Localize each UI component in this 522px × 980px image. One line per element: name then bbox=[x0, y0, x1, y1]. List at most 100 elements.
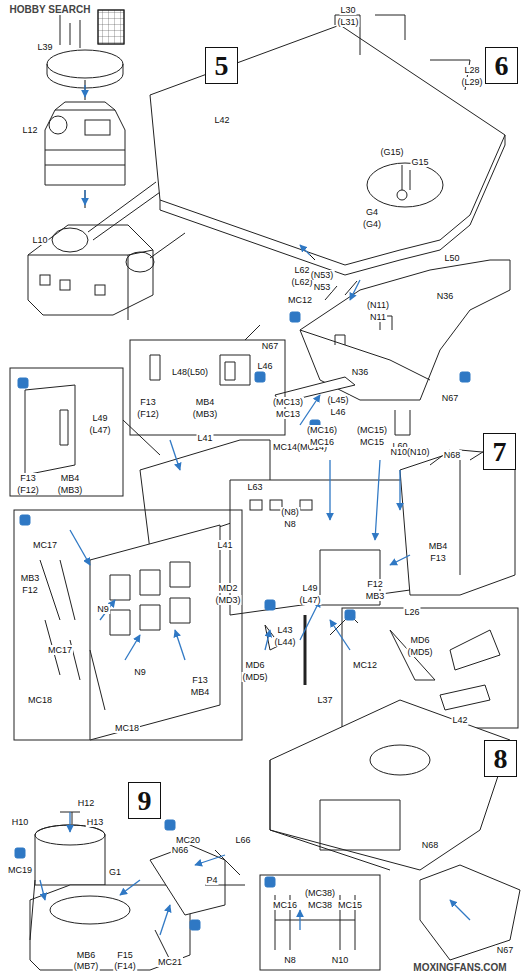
part-number: N68 bbox=[443, 450, 462, 460]
part-number: F13 bbox=[429, 553, 447, 563]
part-number: MC16 bbox=[272, 900, 298, 910]
part-number: N8 bbox=[283, 519, 297, 529]
part-number: L49 bbox=[91, 413, 108, 423]
watermark: MOXINGFANS.COM bbox=[412, 963, 507, 973]
part-number: MD6 bbox=[244, 660, 265, 670]
part-number: F12 bbox=[366, 579, 384, 589]
part-number: MC17 bbox=[47, 645, 73, 655]
part-number: N53 bbox=[313, 282, 332, 292]
part-number: L37 bbox=[316, 695, 333, 705]
part-number: L50 bbox=[443, 253, 460, 263]
part-number: MC21 bbox=[157, 957, 183, 967]
detail-inset bbox=[10, 368, 123, 496]
part-number: (MC13) bbox=[272, 397, 304, 407]
part-number: N11 bbox=[369, 312, 387, 322]
part-number: H13 bbox=[86, 817, 105, 827]
part-number: MB4 bbox=[428, 541, 449, 551]
part-number: L46 bbox=[256, 361, 273, 371]
part-number: MC12 bbox=[287, 295, 313, 305]
part-number: (L47) bbox=[298, 595, 321, 605]
part-number: N68 bbox=[421, 840, 440, 850]
part-number: L41 bbox=[216, 540, 233, 550]
step-number: 6 bbox=[485, 47, 518, 84]
bridge-assembly bbox=[30, 812, 245, 970]
detail-inset bbox=[260, 875, 380, 970]
part-number: H12 bbox=[77, 798, 96, 808]
part-number: F13 bbox=[19, 473, 37, 483]
part-number: L39 bbox=[36, 42, 53, 52]
part-number: N36 bbox=[351, 367, 370, 377]
part-number: (G4) bbox=[362, 219, 382, 229]
part-number: G15 bbox=[410, 157, 429, 167]
part-number: N9 bbox=[133, 667, 147, 677]
part-number: F13 bbox=[191, 675, 209, 685]
part-number: H10 bbox=[11, 817, 30, 827]
part-number: L12 bbox=[21, 125, 38, 135]
part-number: (N53) bbox=[310, 270, 335, 280]
step-number: 5 bbox=[205, 47, 238, 84]
deck-assembly bbox=[260, 700, 520, 970]
step-number: 9 bbox=[128, 782, 161, 819]
part-number: MC38 bbox=[307, 900, 333, 910]
part-number: L46 bbox=[329, 407, 346, 417]
deck-part bbox=[150, 15, 505, 275]
part-number: N66 bbox=[171, 845, 190, 855]
part-number: (MD3) bbox=[215, 595, 242, 605]
detail-inset bbox=[130, 340, 285, 435]
part-number: L48(L50) bbox=[171, 367, 209, 377]
part-number: L28 bbox=[463, 65, 480, 75]
part-number: MC13 bbox=[275, 409, 301, 419]
part-number: (MD5) bbox=[242, 672, 269, 682]
part-number: (L31) bbox=[336, 17, 359, 27]
part-number: MC12 bbox=[352, 660, 378, 670]
part-number: (MC15) bbox=[356, 425, 388, 435]
part-number: N10 bbox=[331, 955, 350, 965]
part-number: (L29) bbox=[460, 77, 483, 87]
step-number-text: 6 bbox=[495, 51, 509, 81]
step-number-text: 7 bbox=[493, 437, 507, 467]
part-number: N67 bbox=[496, 945, 515, 955]
part-number: MC17 bbox=[32, 540, 58, 550]
part-number: MC18 bbox=[27, 695, 53, 705]
part-number: L66 bbox=[234, 835, 251, 845]
deck-lower-part bbox=[275, 260, 510, 435]
part-number: N67 bbox=[441, 393, 460, 403]
part-number: N36 bbox=[436, 291, 455, 301]
part-number: G1 bbox=[108, 867, 122, 877]
part-number: F15 bbox=[116, 950, 134, 960]
part-number: G4 bbox=[365, 207, 379, 217]
part-number: (L47) bbox=[88, 425, 111, 435]
part-number: (N11) bbox=[366, 300, 390, 310]
part-number: (MB3) bbox=[192, 409, 219, 419]
part-number: (L44) bbox=[273, 637, 296, 647]
step-number-text: 9 bbox=[138, 786, 152, 816]
part-number: L42 bbox=[451, 715, 468, 725]
part-number: (MB7) bbox=[73, 961, 100, 971]
glue-icon bbox=[15, 312, 470, 930]
part-number: L49 bbox=[301, 583, 318, 593]
part-number: N9 bbox=[96, 604, 110, 614]
part-number: N8 bbox=[283, 955, 297, 965]
detail-inset bbox=[14, 510, 242, 740]
part-number: L41 bbox=[196, 433, 213, 443]
detail-inset bbox=[342, 608, 518, 728]
part-number: MC19 bbox=[7, 865, 33, 875]
part-number: L10 bbox=[31, 235, 48, 245]
part-number: MC20 bbox=[175, 835, 201, 845]
part-number: MC16 bbox=[309, 437, 335, 447]
part-number: MB4 bbox=[60, 473, 81, 483]
part-number: MB3 bbox=[20, 573, 41, 583]
step-number-text: 5 bbox=[215, 51, 229, 81]
part-number: MC15 bbox=[359, 437, 385, 447]
part-number: (F12) bbox=[16, 485, 40, 495]
part-number: (F14) bbox=[113, 961, 137, 971]
part-number: (L45) bbox=[326, 395, 349, 405]
watermark: HOBBY SEARCH bbox=[9, 5, 92, 15]
part-number: (MC16) bbox=[306, 425, 338, 435]
part-number: L63 bbox=[246, 482, 263, 492]
part-number: L26 bbox=[403, 607, 420, 617]
part-number: (G15) bbox=[379, 147, 404, 157]
part-number: (MB3) bbox=[57, 485, 84, 495]
assembly-arrows bbox=[40, 85, 470, 935]
part-number: (MD5) bbox=[407, 647, 434, 657]
